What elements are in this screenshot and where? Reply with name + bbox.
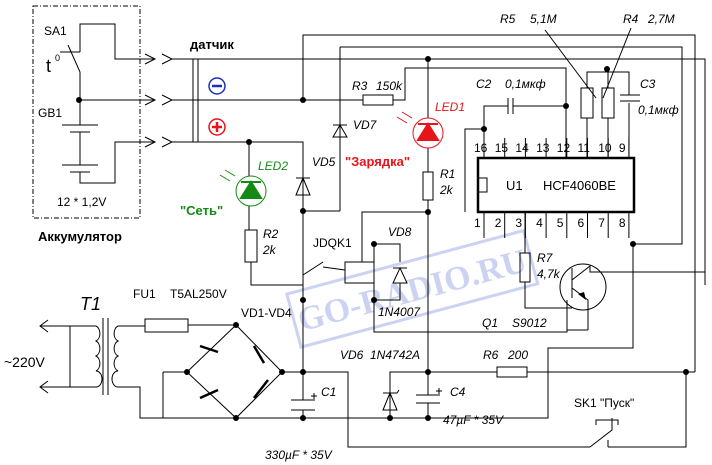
r2-value: 2k	[262, 243, 277, 257]
led2-icon	[219, 169, 267, 207]
resistor-r6	[496, 366, 528, 378]
pin-number-bottom: 1	[474, 216, 481, 230]
mains-label: ~220V	[4, 354, 46, 370]
pin-number-top: 13	[536, 141, 550, 155]
sensor-label: датчик	[190, 37, 234, 52]
pin-number-top: 11	[578, 141, 591, 155]
bridge-label: VD1-VD4	[241, 306, 292, 320]
r4-ref: R4	[623, 12, 639, 26]
connectors	[140, 53, 706, 285]
resistor-r5	[580, 87, 594, 119]
c3-value: 0,1мкф	[638, 103, 679, 117]
r4-value: 2,7M	[647, 12, 675, 26]
r1-ref: R1	[440, 167, 455, 181]
c2-ref: C2	[476, 77, 492, 91]
pin-number-top: 16	[474, 141, 488, 155]
vd7-label: VD7	[353, 118, 378, 132]
pin-number-top: 14	[515, 141, 529, 155]
battery-title: Аккумулятор	[38, 229, 122, 244]
gb1-label: GB1	[38, 106, 62, 120]
vd6-part: 1N4742A	[370, 348, 420, 362]
diode-bridge	[162, 322, 285, 421]
vd6-ref: VD6	[340, 348, 364, 362]
r5-ref: R5	[500, 12, 516, 26]
c3-ref: C3	[640, 77, 656, 91]
pin-number-bottom: 6	[578, 216, 585, 230]
fuse-fu1	[144, 318, 189, 333]
pin-number-bottom: 8	[619, 216, 626, 230]
vd8-part: 1N4007	[378, 305, 421, 319]
capacitor-c3	[620, 94, 640, 102]
r7-ref: R7	[537, 251, 554, 265]
pin-number-top: 9	[619, 141, 626, 155]
t1-ref: T1	[80, 294, 101, 314]
r7-value: 4,7k	[537, 267, 561, 281]
transistor-q1	[559, 263, 607, 311]
pin-number-top: 12	[557, 141, 571, 155]
r2-ref: R2	[263, 227, 279, 241]
fu1-ref: FU1	[133, 287, 156, 301]
resistor-r7	[519, 252, 531, 283]
battery-rating: 12 * 1,2V	[57, 195, 106, 209]
transformer-t1	[39, 318, 236, 419]
diode-vd5	[295, 176, 311, 300]
diode-vd7	[332, 47, 348, 211]
u1-ref: U1	[506, 178, 523, 193]
pin-number-bottom: 3	[515, 216, 522, 230]
r6-value: 200	[507, 348, 528, 362]
led1-ref: LED1	[435, 100, 465, 114]
vd5-label: VD5	[312, 155, 336, 169]
diode-vd8	[392, 266, 408, 284]
resistor-r4	[601, 87, 615, 119]
vd8-ref: VD8	[388, 225, 412, 239]
vd6-c4-group	[382, 371, 695, 418]
temp-sup-label: 0	[55, 53, 60, 63]
fu1-value: T5AL250V	[170, 287, 227, 301]
c1-ref: C1	[321, 385, 336, 399]
temp-label: t	[46, 56, 51, 76]
pin-number-bottom: 4	[536, 216, 543, 230]
battery-pack	[32, 5, 141, 219]
pin-number-bottom: 2	[495, 216, 502, 230]
led2-caption: "Сеть"	[180, 203, 223, 218]
resistor-r1	[422, 171, 434, 201]
pin-number-bottom: 7	[598, 216, 605, 230]
q1-part: S9012	[512, 316, 547, 330]
r5-value: 5,1M	[530, 12, 557, 26]
c2-value: 0,1мкф	[505, 77, 546, 91]
capacitor-c1	[291, 393, 317, 411]
resistor-r3	[362, 94, 394, 106]
minus-terminal-icon	[208, 77, 226, 95]
pin-number-top: 15	[495, 141, 509, 155]
c4-value: 47µF * 35V	[443, 413, 504, 427]
r3-ref: R3	[352, 79, 368, 93]
plus-terminal-icon	[208, 118, 226, 136]
relay-ref: JDQK1	[313, 236, 352, 250]
led2-ref: LED2	[258, 159, 288, 173]
led1-icon	[396, 111, 444, 149]
resistor-r2	[244, 229, 258, 263]
pin-number-bottom: 5	[557, 216, 564, 230]
sa1-label: SA1	[44, 24, 67, 38]
led1-caption: "Зарядка"	[345, 154, 410, 169]
c1-value: 330µF * 35V	[265, 448, 333, 462]
r6-ref: R6	[483, 348, 499, 362]
pushbutton-sk1[interactable]	[589, 418, 619, 448]
pin-number-top: 10	[598, 141, 612, 155]
relay-coil-jdqk1	[344, 261, 375, 284]
c4-ref: C4	[450, 385, 466, 399]
sk1-label: SK1 "Пуск"	[574, 396, 634, 410]
u1-part: HCF4060BE	[543, 178, 616, 193]
r1-value: 2k	[439, 183, 454, 197]
r3-value: 150k	[376, 79, 403, 93]
q1-ref: Q1	[482, 316, 498, 330]
